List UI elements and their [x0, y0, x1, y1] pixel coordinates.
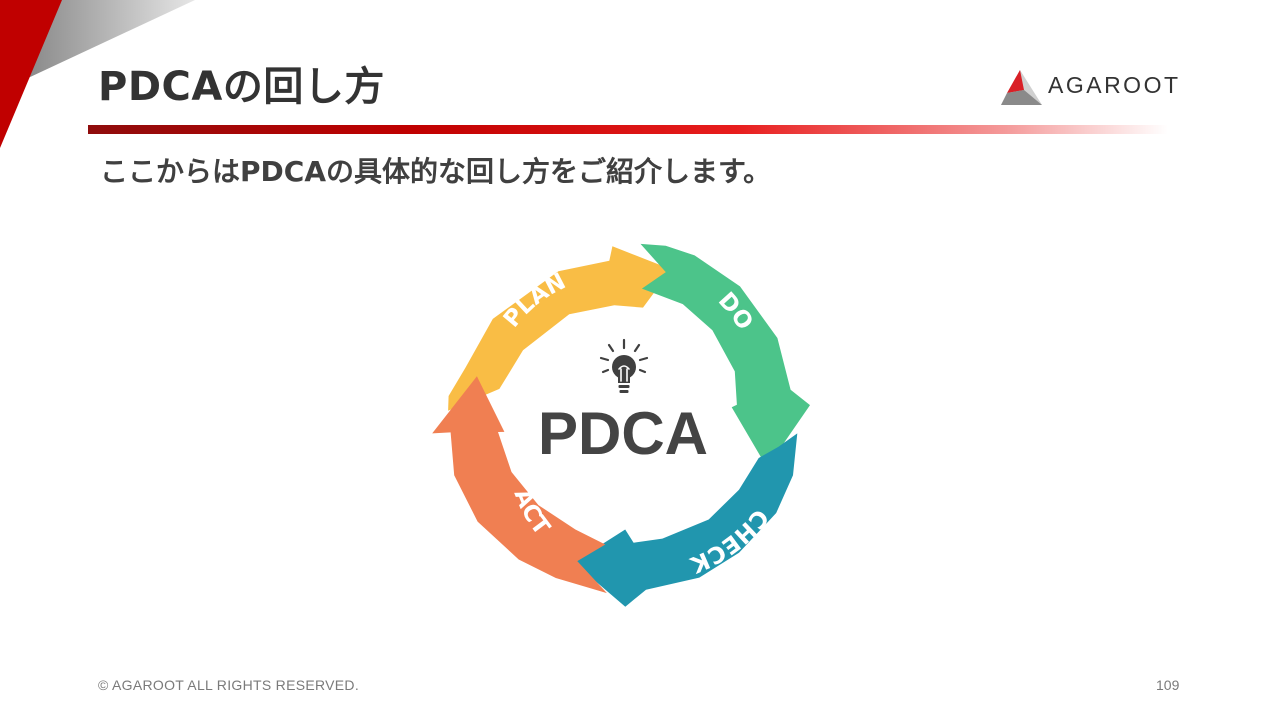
slide-subtitle: ここからはPDCAの具体的な回し方をご紹介します。 [100, 155, 772, 188]
corner-decoration [0, 0, 195, 148]
act-arrow [432, 376, 607, 594]
logo-text: AGAROOT [1048, 72, 1181, 98]
copyright-footer: © AGAROOT ALL RIGHTS RESERVED. [98, 677, 360, 693]
check-arrow [573, 433, 798, 607]
logo-mark-icon [1001, 70, 1042, 105]
agaroot-logo: AGAROOT [1000, 68, 1190, 108]
title-underline [88, 125, 1168, 134]
plan-arrow [448, 246, 672, 411]
do-arrow [640, 243, 810, 468]
page-number: 109 [1156, 677, 1180, 693]
slide-title: PDCAの回し方 [98, 64, 385, 110]
pdca-cycle-diagram: PLAN DO CHECK ACT PDCA [432, 243, 810, 607]
lightbulb-icon [599, 338, 649, 393]
pdca-center-label: PDCA [538, 400, 708, 467]
